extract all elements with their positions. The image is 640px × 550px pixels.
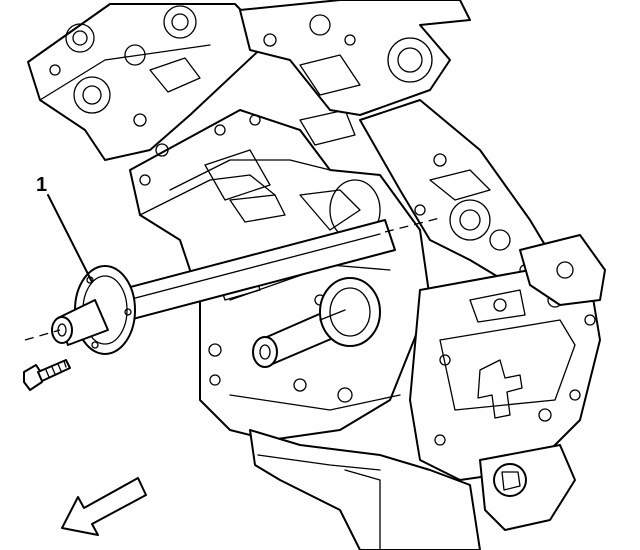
bolt-icon [23, 359, 71, 391]
oil-pan [249, 429, 576, 550]
camshaft-front [252, 277, 381, 368]
camshaft-tool [51, 219, 396, 355]
alignment-lines [24, 217, 441, 341]
callout-label: 1 [36, 174, 47, 196]
cylinder-head-left [27, 3, 271, 161]
arrow-icon [61, 477, 147, 536]
front-cover [409, 234, 606, 481]
cylinder-head-right [239, 0, 561, 291]
callout-1: 1 [36, 174, 93, 283]
